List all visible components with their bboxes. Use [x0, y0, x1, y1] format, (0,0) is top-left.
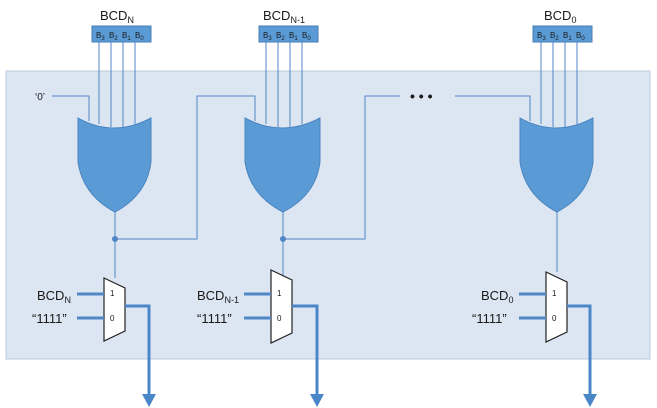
mux-n1-in0-label: “1111” [197, 311, 232, 326]
bcd-n1-bit-b2: B2 [276, 31, 285, 42]
mux-n1-output-arrow [310, 394, 324, 407]
or-gate-n [77, 117, 152, 213]
bcd-n1-bus-box [258, 25, 319, 43]
mux-n-in1-label: BCDN [37, 288, 71, 305]
carry-wire-n-to-n1 [115, 95, 256, 240]
mux-n [103, 277, 126, 342]
or-first-input-wire [52, 95, 90, 121]
mux-n-in0-label: “1111” [32, 311, 67, 326]
bcd-0-bit-wires [540, 42, 578, 127]
bcd-0-bit-b3: B3 [537, 31, 546, 42]
bcd-n1-label: BCDN-1 [263, 8, 305, 25]
bcd-n1-bit-b0: B0 [302, 31, 311, 42]
mux-0 [545, 271, 568, 343]
carry-wire-into-stage-0 [455, 95, 531, 121]
mux-0-in1-label: BCD0 [481, 288, 513, 305]
mux-n1-port-1: 1 [277, 289, 282, 298]
bcd-n-bit-b3: B3 [96, 31, 105, 42]
bcd-n1-bit-b3: B3 [263, 31, 272, 42]
bcd-0-label: BCD0 [544, 8, 576, 25]
bcd-n-bit-wires [98, 42, 136, 127]
mux-n-port-0: 0 [110, 314, 115, 323]
mux-n-port-1: 1 [110, 289, 115, 298]
bcd-n-bit-b2: B2 [109, 31, 118, 42]
mux-0-in0-label: “1111” [472, 311, 507, 326]
or-gate-n-1 [244, 117, 321, 213]
or-gate-0 [519, 117, 594, 213]
bcd-n-bit-b0: B0 [135, 31, 144, 42]
ellipsis-dots: • • • [410, 88, 433, 104]
or-first-input-label: ‘0’ [35, 92, 45, 103]
bcd-0-bus-box [532, 25, 593, 43]
mux-n-1 [270, 269, 293, 344]
bcd-n1-bit-b1: B1 [289, 31, 298, 42]
bcd-0-bit-b2: B2 [550, 31, 559, 42]
mux-0-port-0: 0 [552, 314, 557, 323]
bcd-n-bus-box [91, 25, 152, 43]
carry-wire-n1-onward [283, 95, 400, 240]
mux-n-output-arrow [142, 394, 156, 407]
bcd-0-bit-b0: B0 [576, 31, 585, 42]
mux-n1-in1-label: BCDN-1 [197, 288, 239, 305]
mux-0-output-arrow [583, 394, 597, 407]
mux-0-output-wire [567, 304, 592, 395]
stage-n-1: BCDN-1 B3 B2 B1 B0 1 0 BCDN-1 “1111” [197, 8, 400, 407]
bcd-0-bit-b1: B1 [563, 31, 572, 42]
mux-n1-port-0: 0 [277, 314, 282, 323]
stage-n: BCDN B3 B2 B1 B0 ‘0’ 1 0 BCDN “1111” [32, 8, 256, 407]
stage-0: BCD0 B3 B2 B1 B0 1 0 BCD0 “1111” [472, 8, 597, 407]
bcd-n1-bit-wires [265, 42, 303, 127]
bcd-n-bit-b1: B1 [122, 31, 131, 42]
mux-n1-output-wire [292, 304, 319, 395]
bcd-n-label: BCDN [100, 8, 134, 25]
mux-0-port-1: 1 [552, 289, 557, 298]
mux-n-output-wire [125, 304, 151, 395]
